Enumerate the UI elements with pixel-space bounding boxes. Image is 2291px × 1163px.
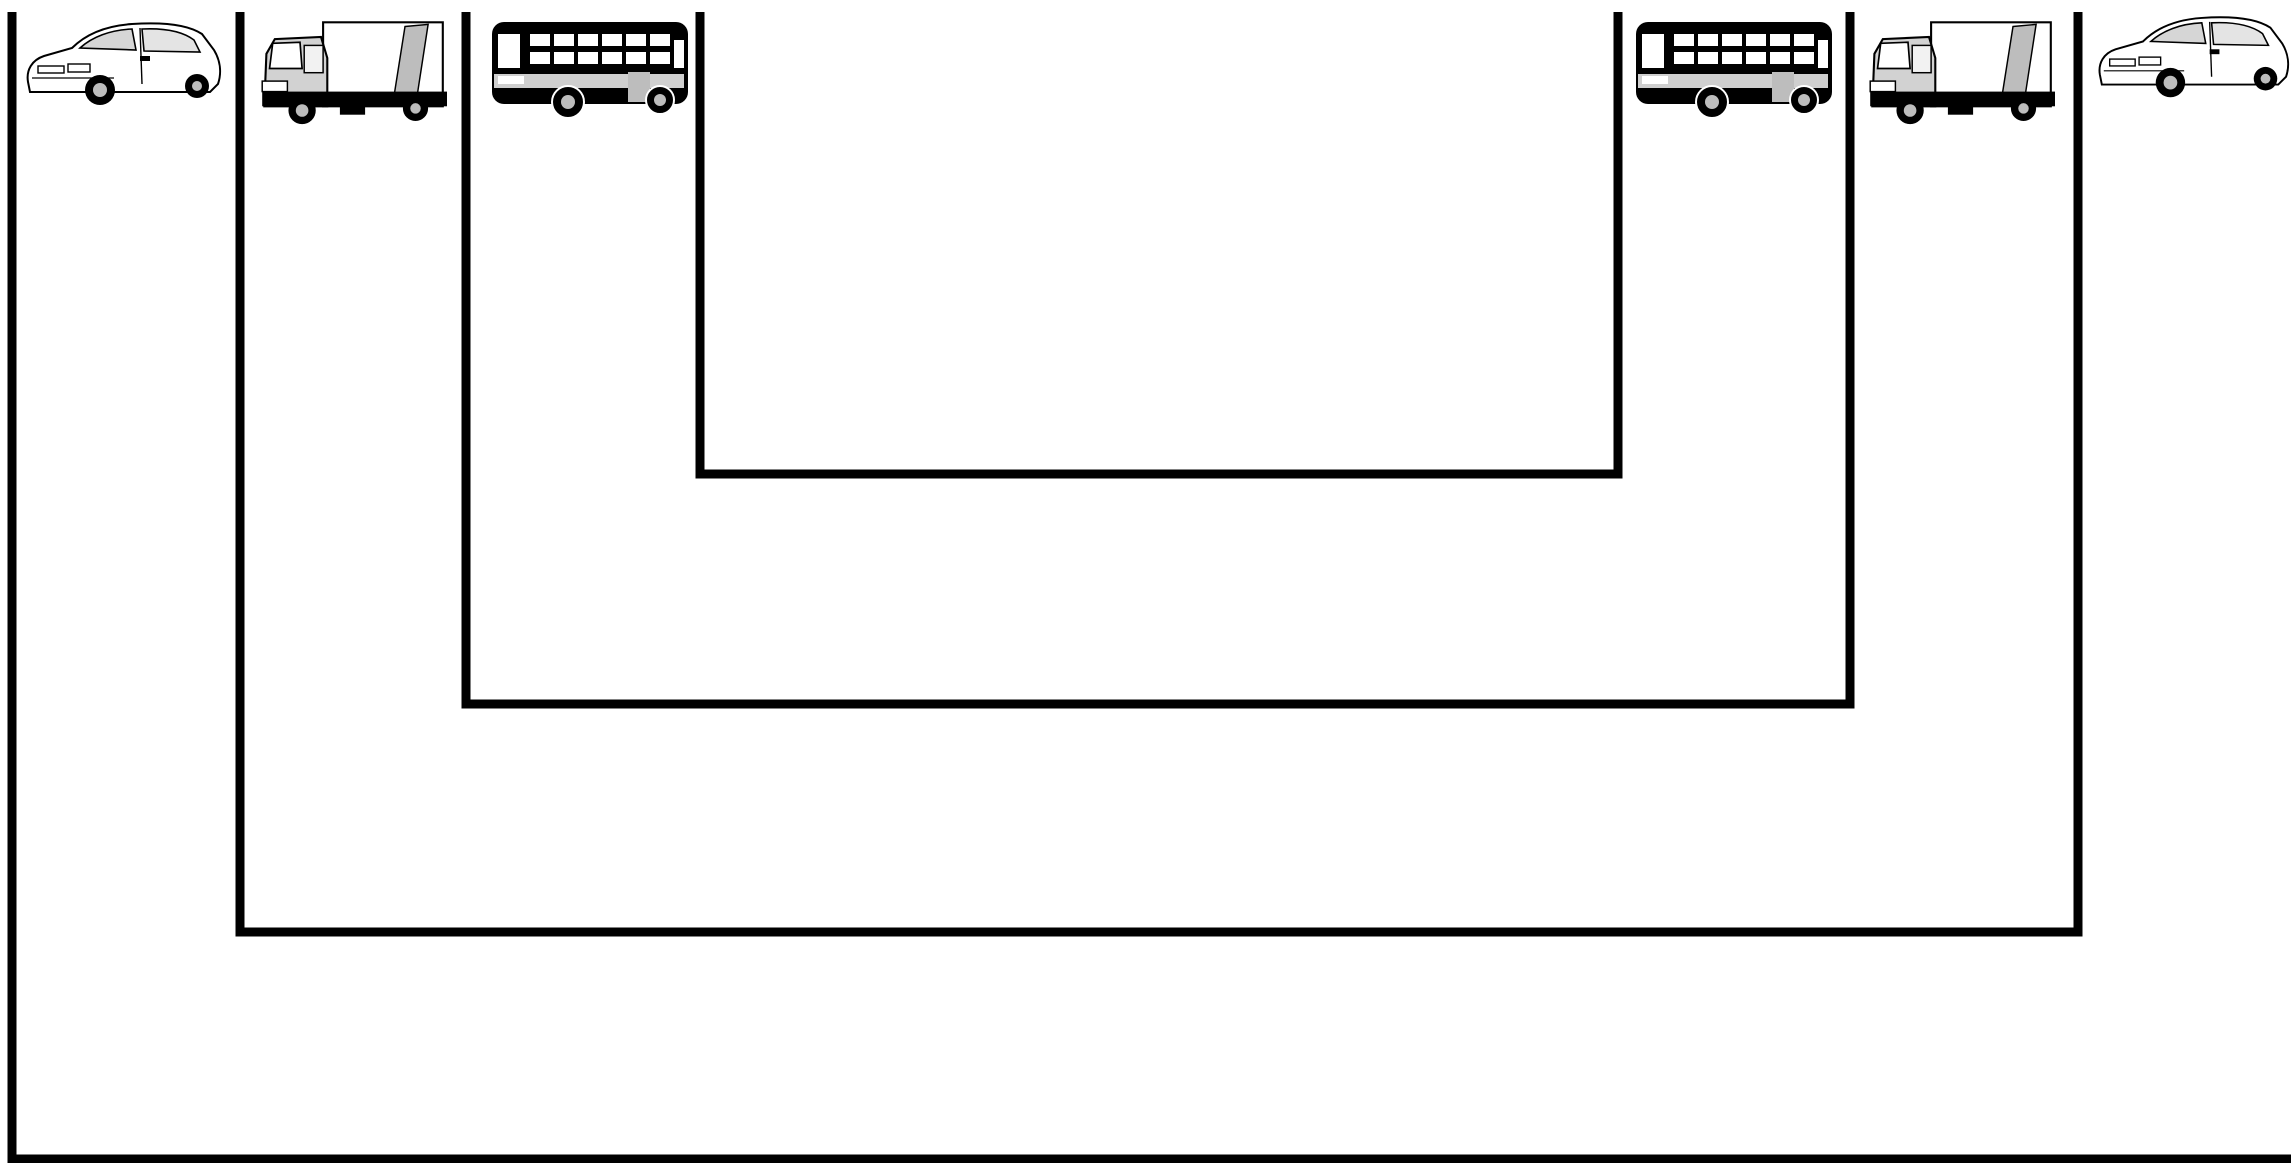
car-icon	[2100, 17, 2289, 97]
connector-bus-bus	[466, 12, 1850, 704]
truck-icon	[262, 22, 447, 124]
truck-icon	[1870, 22, 2055, 124]
connector-bus-right-edge-bus-left-edge	[700, 12, 1618, 474]
connector-car-car	[12, 12, 2291, 1159]
bus-icon	[1636, 22, 1832, 118]
bus-icon	[492, 22, 688, 118]
car-icon	[28, 23, 220, 105]
